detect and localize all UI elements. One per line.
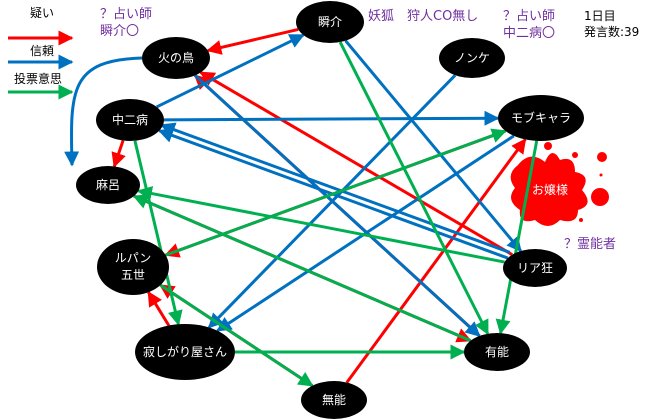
note-seer-shunsuke: ？占い師 瞬介〇 xyxy=(100,7,153,39)
note-seer-chuunibyou: ？占い師 中二病〇 xyxy=(503,9,556,41)
node-sabishigari: 寂しがり屋さん xyxy=(135,324,235,380)
edge-vote_intent-riakyou-to-maro xyxy=(136,186,505,264)
node-nonke: ノンケ xyxy=(439,38,505,78)
edge-vote_intent-shunsuke-to-yuunou xyxy=(338,41,490,336)
edge-trust-hinotori-to-maro xyxy=(64,56,143,167)
edge-suspicion-shunsuke-to-hinotori xyxy=(206,27,299,55)
edge-trust-chuunibyou-to-mobchara xyxy=(163,110,500,126)
edge-trust-chuunibyou-to-shunsuke xyxy=(155,33,305,109)
legend-suspicion-label: 疑い xyxy=(30,6,55,20)
legend-trust-label: 信頼 xyxy=(30,44,55,58)
node-maro: 麻呂 xyxy=(76,166,140,204)
statement-count: 発言数:39 xyxy=(584,25,640,39)
legend-vote-intent-label: 投票意思 xyxy=(14,72,63,86)
node-ojousama: お嬢様 xyxy=(531,182,568,197)
node-hinotori: 火の鳥 xyxy=(142,37,210,79)
edge-vote_intent-yuunou-to-maro xyxy=(132,194,472,343)
node-chuunibyou: 中二病 xyxy=(96,99,164,141)
node-munou: 無能 xyxy=(301,381,367,419)
edge-vote_intent-lupin-to-munou xyxy=(159,283,314,387)
node-lupin: ルパン 五世 xyxy=(97,239,169,295)
edge-suspicion-chuunibyou-to-maro xyxy=(111,140,126,168)
edge-trust-shunsuke-to-riakyou xyxy=(344,39,522,253)
edge-trust-riakyou-to-chuunibyou xyxy=(159,122,511,254)
edge-trust-hinotori-to-yuunou xyxy=(193,74,481,338)
edge-vote_intent-chuunibyou-to-sabishigari xyxy=(133,140,183,326)
day-label: 1日目 xyxy=(584,9,616,23)
note-medium: ？霊能者 xyxy=(564,237,617,252)
edge-suspicion-riakyou-to-hinotori xyxy=(199,71,513,256)
node-yuunou: 有能 xyxy=(464,333,530,371)
edge-vote_intent-mobchara-to-yuunou xyxy=(495,140,539,335)
note-fox-hunter: 妖狐 狩人CO無し xyxy=(368,9,479,24)
edge-suspicion-munou-to-mobchara xyxy=(345,138,527,384)
node-riakyou: リア狂 xyxy=(503,249,567,287)
node-mobchara: モブキャラ xyxy=(498,95,584,141)
edge-suspicion-sabishigari-to-lupin xyxy=(147,291,171,327)
node-shunsuke: 瞬介 xyxy=(296,1,364,43)
